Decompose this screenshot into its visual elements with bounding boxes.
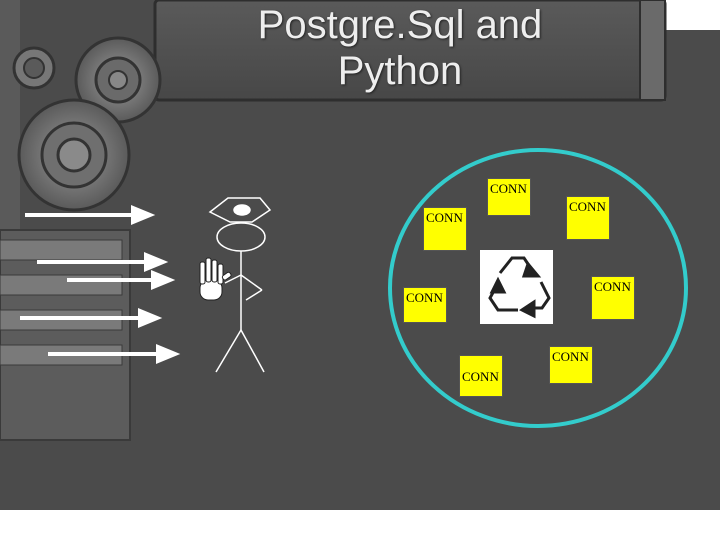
connection-label: CONN [426,210,463,225]
gear-icon [12,46,56,90]
connection-box: CONN [459,355,503,397]
connection-pool-circle [388,148,688,428]
connection-box: CONN [403,287,447,323]
connection-box: CONN [549,346,593,384]
stick-figure-icon [208,197,272,373]
connection-box: CONN [566,196,610,240]
slide-title-line1: Postgre.Sql and [257,3,543,47]
recycle-icon [480,250,553,324]
connection-label: CONN [569,199,606,214]
slide-title-line2: Python [337,49,463,93]
connection-label: CONN [594,279,631,294]
stop-hand-icon [199,257,232,301]
connection-box: CONN [423,207,467,251]
connection-box: CONN [487,178,531,216]
request-arrows [20,205,181,364]
connection-label: CONN [552,349,589,364]
connection-label: CONN [490,181,527,196]
connection-label: CONN [462,369,499,384]
slide-title: Postgre.Sql and Python [150,2,650,94]
connection-box: CONN [591,276,635,320]
gear-icon [17,98,131,212]
gear-icon [74,36,162,124]
connection-label: CONN [406,290,443,305]
